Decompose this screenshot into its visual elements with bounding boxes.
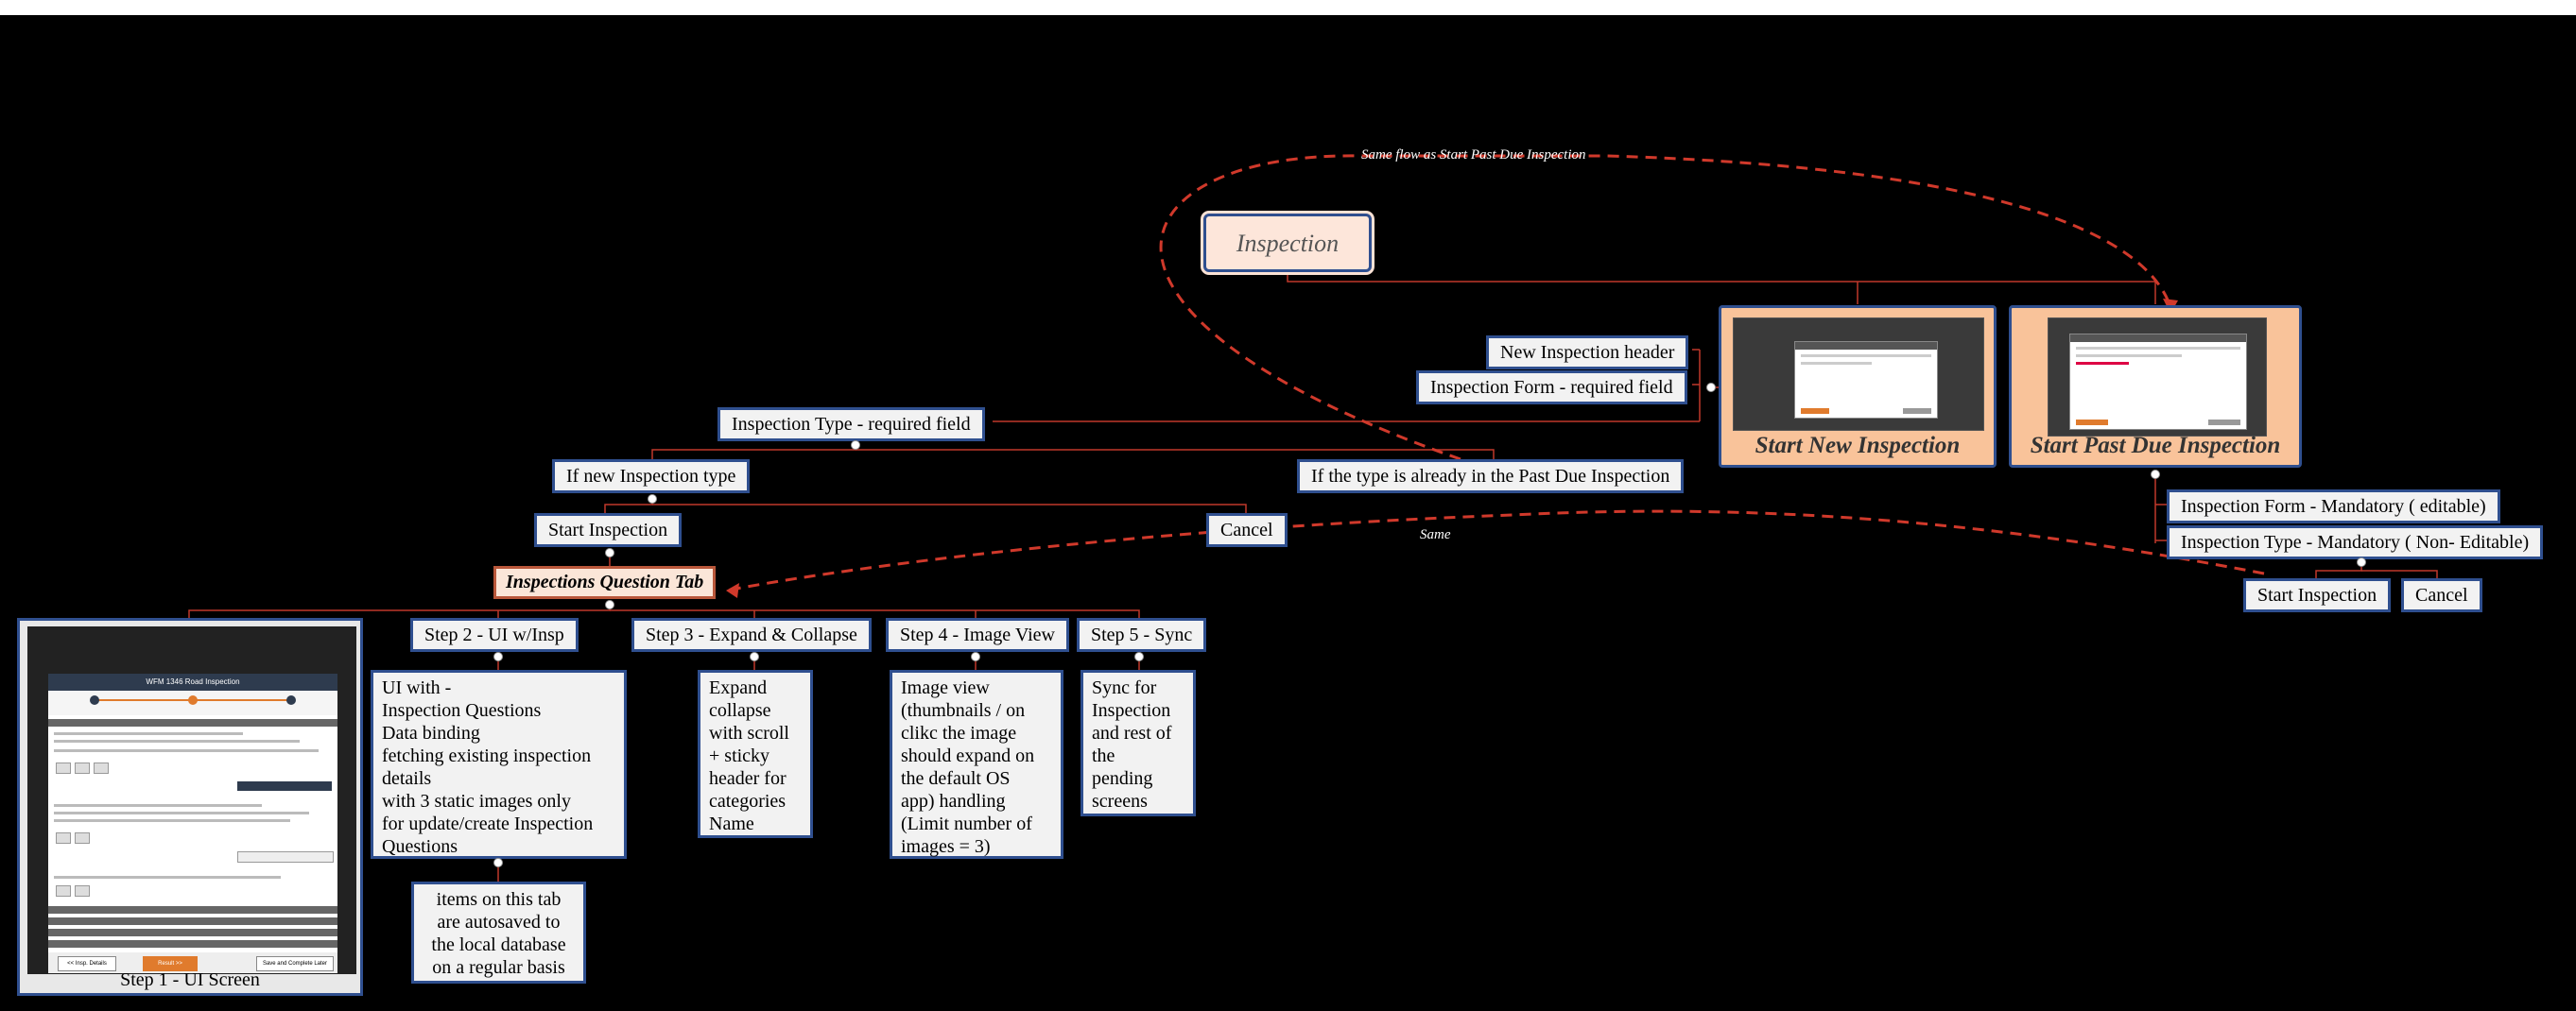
window-top-strip xyxy=(0,0,2576,15)
collapse-dot[interactable] xyxy=(605,600,614,609)
collapse-dot[interactable] xyxy=(1134,652,1144,661)
step2-detail: UI with - Inspection Questions Data bind… xyxy=(371,670,627,859)
mockup-back-button[interactable]: << Insp. Details xyxy=(58,956,116,971)
start-inspection-node[interactable]: Start Inspection xyxy=(534,513,683,547)
start-past-due-inspection-card[interactable]: Start Past Due Inspection xyxy=(2009,305,2302,468)
mockup-screen: WFM 1346 Road Inspection << Insp. Det xyxy=(27,626,356,974)
start-past-due-inspection-title: Start Past Due Inspection xyxy=(2030,433,2281,458)
step1-caption: Step 1 - UI Screen xyxy=(120,969,260,990)
inspection-form-mandatory-node[interactable]: Inspection Form - Mandatory ( editable) xyxy=(2167,489,2500,523)
start-new-inspection-card[interactable]: Start New Inspection xyxy=(1719,305,1997,468)
collapse-dot[interactable] xyxy=(2357,557,2366,567)
collapse-dot[interactable] xyxy=(2151,470,2160,479)
inspections-question-tab-node[interactable]: Inspections Question Tab xyxy=(493,566,717,599)
new-inspection-screenshot xyxy=(1733,317,1984,431)
step2-node[interactable]: Step 2 - UI w/Insp xyxy=(410,618,579,652)
inspection-type-mandatory-node[interactable]: Inspection Type - Mandatory ( Non- Edita… xyxy=(2167,525,2544,559)
step5-detail: Sync for Inspection and rest of the pend… xyxy=(1081,670,1196,816)
collapse-dot[interactable] xyxy=(750,652,759,661)
collapse-dot[interactable] xyxy=(493,652,503,661)
past-due-inspection-screenshot xyxy=(2048,317,2267,437)
mockup-next-button[interactable]: Result >> xyxy=(143,956,198,971)
step3-node[interactable]: Step 3 - Expand & Collapse xyxy=(631,618,872,652)
same-annotation: Same xyxy=(1420,527,1451,542)
inspection-root-label: Inspection xyxy=(1236,230,1340,257)
if-new-inspection-type-node[interactable]: If new Inspection type xyxy=(552,459,751,493)
collapse-dot[interactable] xyxy=(971,652,980,661)
collapse-dot[interactable] xyxy=(605,548,614,557)
collapse-dot[interactable] xyxy=(493,858,503,867)
step2-autosave-detail: items on this tab are autosaved to the l… xyxy=(411,882,586,984)
step3-detail: Expand collapse with scroll + sticky hea… xyxy=(698,670,813,838)
step4-node[interactable]: Step 4 - Image View xyxy=(886,618,1069,652)
collapse-dot[interactable] xyxy=(1706,383,1716,392)
collapse-dot[interactable] xyxy=(648,494,657,504)
past-due-cancel-node[interactable]: Cancel xyxy=(2401,578,2482,612)
mockup-header: WFM 1346 Road Inspection xyxy=(48,674,337,691)
mockup-footer: << Insp. Details Result >> Save and Comp… xyxy=(48,952,337,973)
new-inspection-header-node[interactable]: New Inspection header xyxy=(1486,335,1689,369)
past-due-start-inspection-node[interactable]: Start Inspection xyxy=(2243,578,2392,612)
step4-detail: Image view (thumbnails / on clikc the im… xyxy=(890,670,1063,859)
inspection-type-required-node[interactable]: Inspection Type - required field xyxy=(717,407,985,441)
start-new-inspection-title: Start New Inspection xyxy=(1755,433,1961,458)
same-flow-annotation: Same flow as Start Past Due Inspection xyxy=(1361,147,1586,163)
inspection-root-node[interactable]: Inspection xyxy=(1203,214,1372,272)
if-type-in-past-due-node[interactable]: If the type is already in the Past Due I… xyxy=(1297,459,1685,493)
inspection-form-required-node[interactable]: Inspection Form - required field xyxy=(1416,370,1687,404)
step5-node[interactable]: Step 5 - Sync xyxy=(1077,618,1207,652)
step1-ui-screen[interactable]: WFM 1346 Road Inspection << Insp. Det xyxy=(17,618,363,996)
cancel-node[interactable]: Cancel xyxy=(1206,513,1288,547)
mockup-body xyxy=(48,691,337,965)
mockup-save-button[interactable]: Save and Complete Later xyxy=(256,956,334,971)
collapse-dot[interactable] xyxy=(851,440,860,450)
